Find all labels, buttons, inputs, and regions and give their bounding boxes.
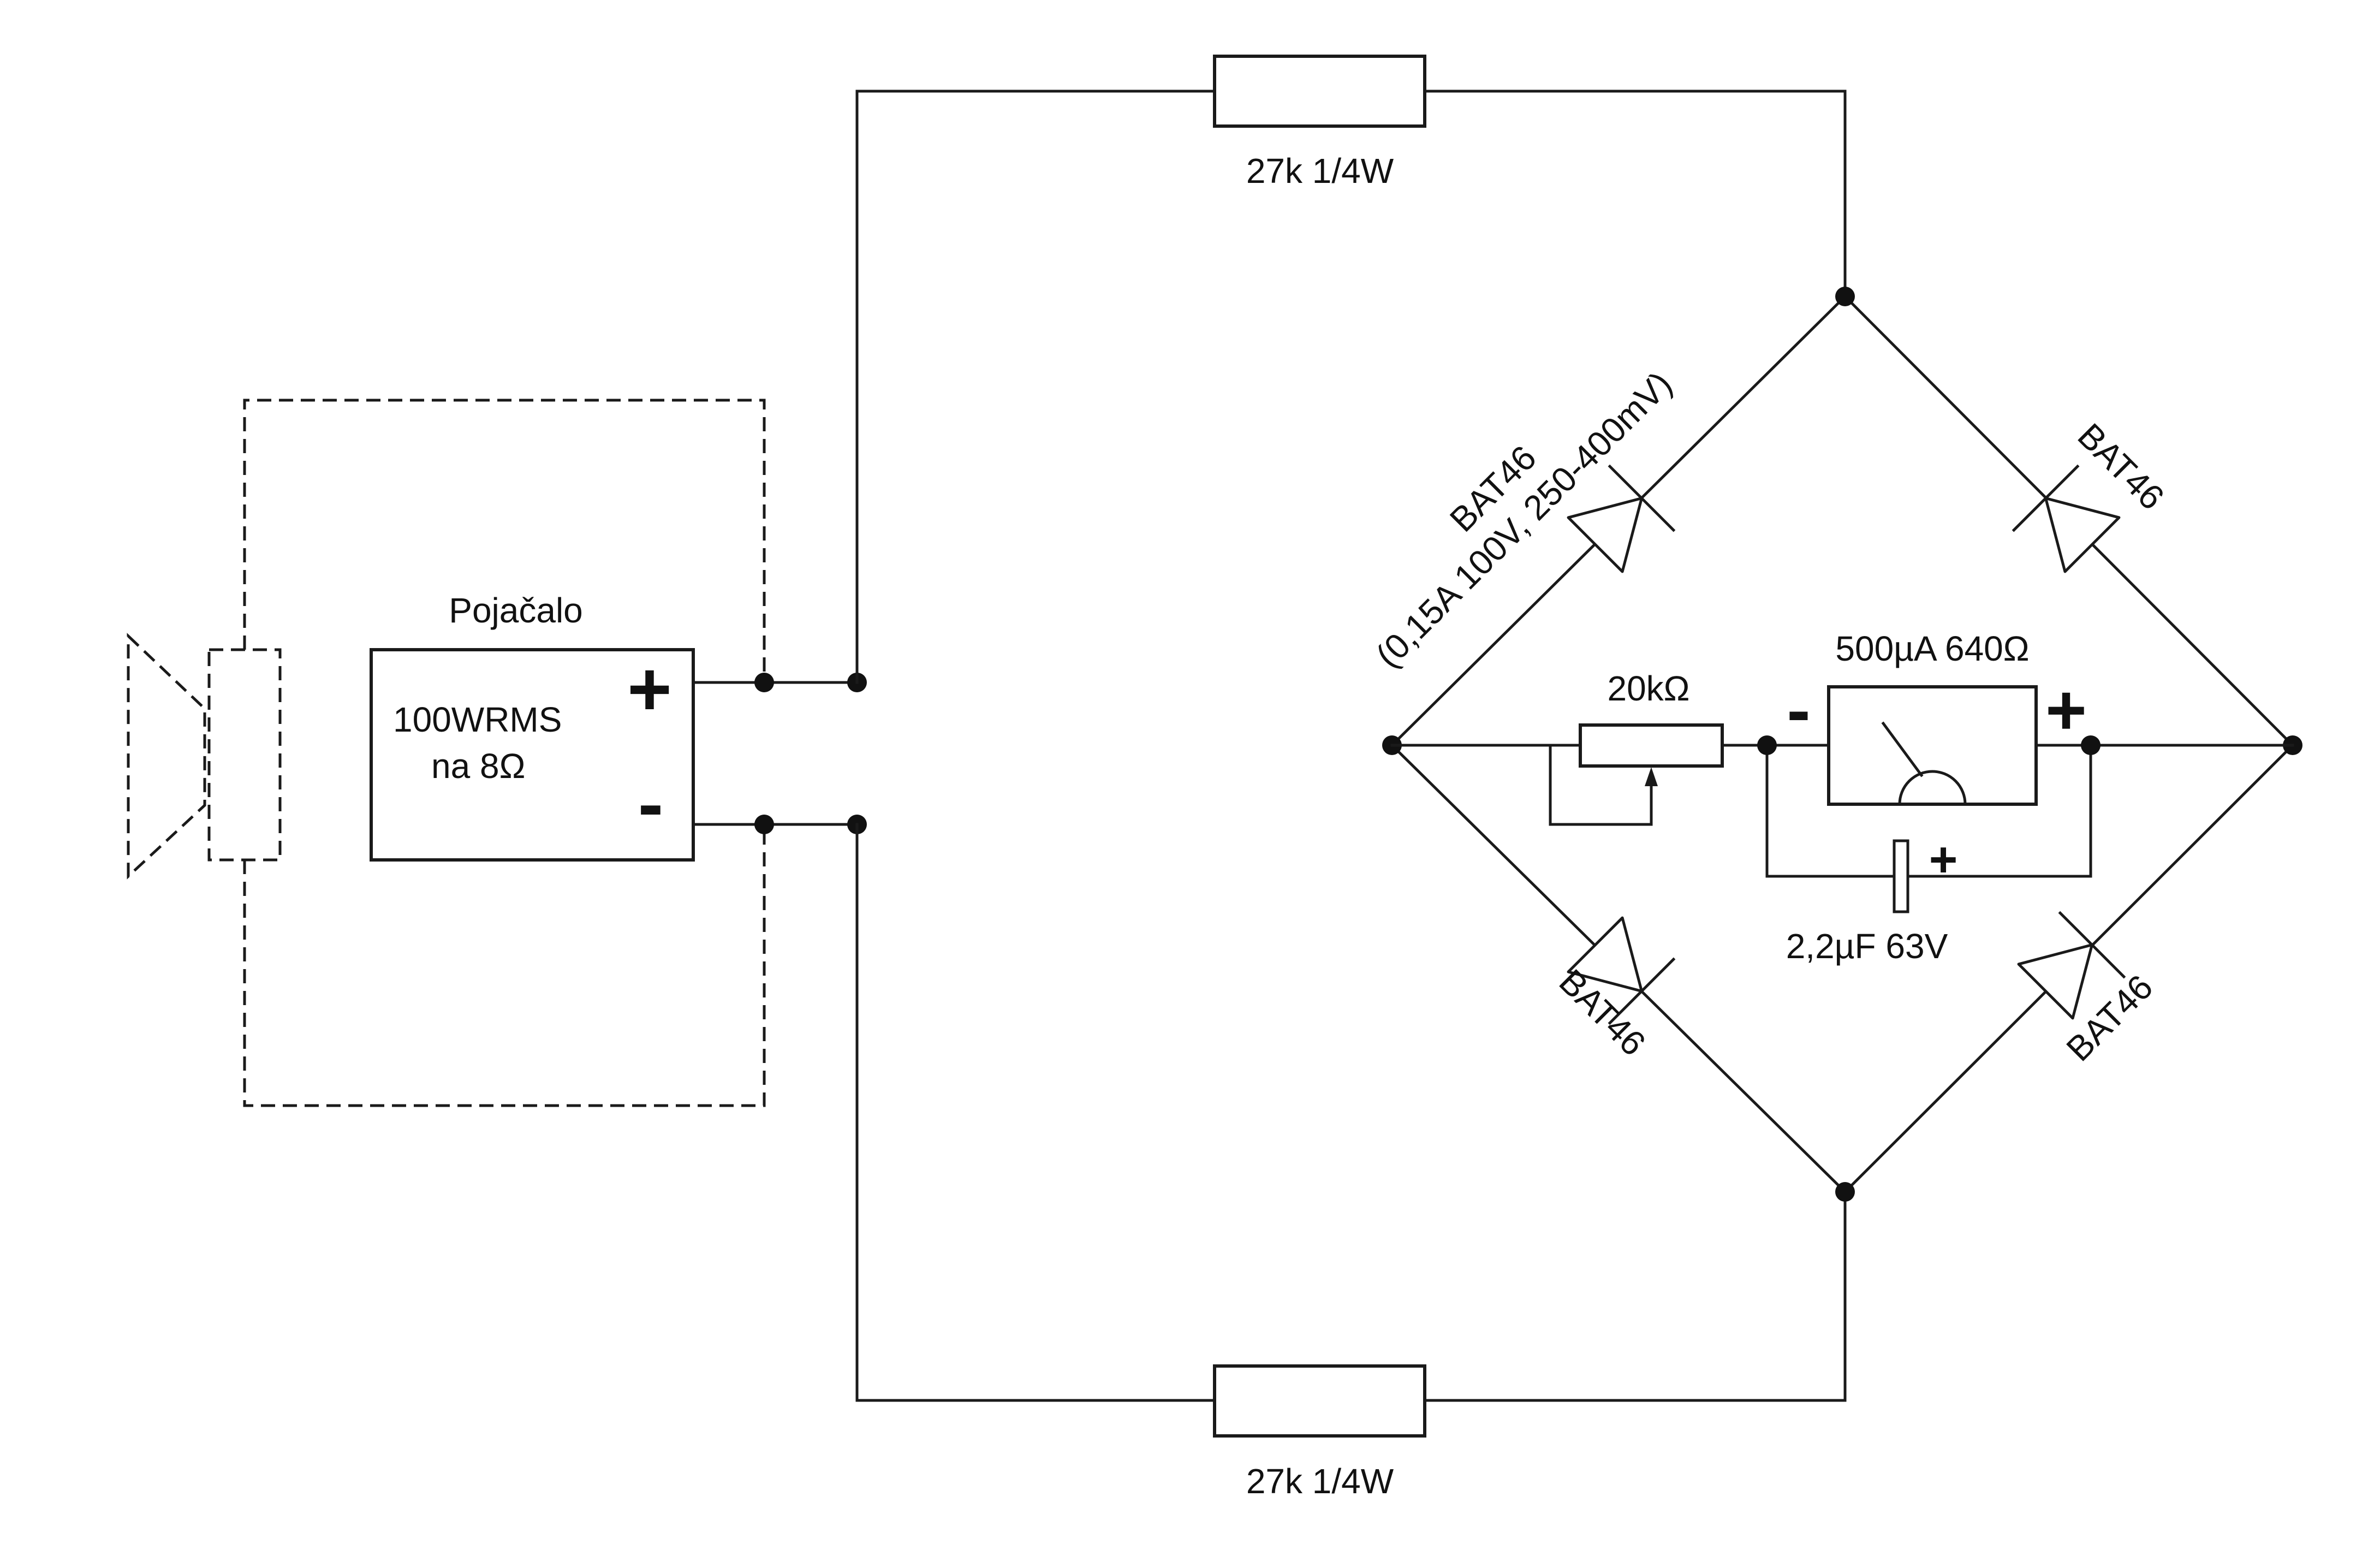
- diode-bottom-left: [1567, 916, 1676, 1025]
- ammeter-needle: [1881, 721, 1924, 777]
- speaker-wire-bottom: [243, 824, 766, 1107]
- amplifier: Pojačalo 100WRMS na 8Ω + -: [370, 591, 695, 862]
- speaker-magnet: [207, 648, 282, 862]
- ammeter-plus-sign: +: [2045, 670, 2087, 750]
- potentiometer-wiper-arrow: [1645, 767, 1658, 786]
- ammeter-minus-sign: -: [1787, 670, 1810, 750]
- diode-bottom-right: [2017, 911, 2126, 1020]
- diode-top-right-label: BAT46: [2070, 415, 2172, 517]
- capacitor-plus-sign: +: [1929, 833, 1958, 887]
- wire-top-right: [1423, 90, 1847, 298]
- potentiometer: 20kΩ: [1549, 669, 1724, 826]
- potentiometer-label: 20kΩ: [1607, 669, 1689, 708]
- resistor-top: [1213, 55, 1426, 128]
- junction-dot: [754, 815, 774, 834]
- resistor-bottom: [1213, 1364, 1426, 1438]
- bridge-node-top: [1835, 287, 1855, 306]
- wire-bottom-right: [1423, 1190, 1847, 1402]
- amplifier-box: [370, 648, 695, 862]
- amplifier-power-label: 100WRMS: [393, 700, 562, 739]
- wire-bottom-left: [855, 823, 1216, 1402]
- capacitor-label: 2,2µF 63V: [1786, 927, 1948, 966]
- speaker-wire-top: [243, 399, 766, 682]
- resistor-bottom-label: 27k 1/4W: [1246, 1462, 1394, 1501]
- potentiometer-body: [1579, 723, 1724, 768]
- amplifier-plus-sign: +: [627, 646, 672, 732]
- bridge-node-bottom: [1835, 1182, 1855, 1202]
- wire-top-left: [855, 90, 1216, 684]
- amplifier-impedance-label: na 8Ω: [431, 746, 525, 786]
- junction-dot: [2081, 735, 2101, 755]
- resistor-top-label: 27k 1/4W: [1246, 151, 1394, 191]
- ammeter-label: 500µA 640Ω: [1835, 629, 2029, 668]
- potentiometer-wiper-wire: [1549, 744, 1653, 826]
- bridge-rectifier: [1382, 287, 2302, 1202]
- junction-dot: [1757, 735, 1777, 755]
- amplifier-minus-sign: -: [638, 761, 664, 846]
- junction-dot: [754, 673, 774, 692]
- speaker: [127, 633, 282, 880]
- diode-top-right: [2012, 464, 2121, 573]
- capacitor-plate-plus: [1893, 839, 1909, 913]
- ammeter-body: [1827, 685, 2038, 806]
- wire-cap-left: [1765, 744, 1896, 878]
- diode-top-left: [1567, 464, 1676, 573]
- ammeter: 500µA 640Ω - +: [1787, 629, 2087, 806]
- capacitor: + 2,2µF 63V: [1786, 833, 1958, 966]
- ammeter-pivot: [1898, 770, 1967, 806]
- amplifier-title: Pojačalo: [449, 591, 583, 630]
- wire-cap-right: [1906, 744, 2092, 878]
- speaker-cone: [127, 633, 206, 880]
